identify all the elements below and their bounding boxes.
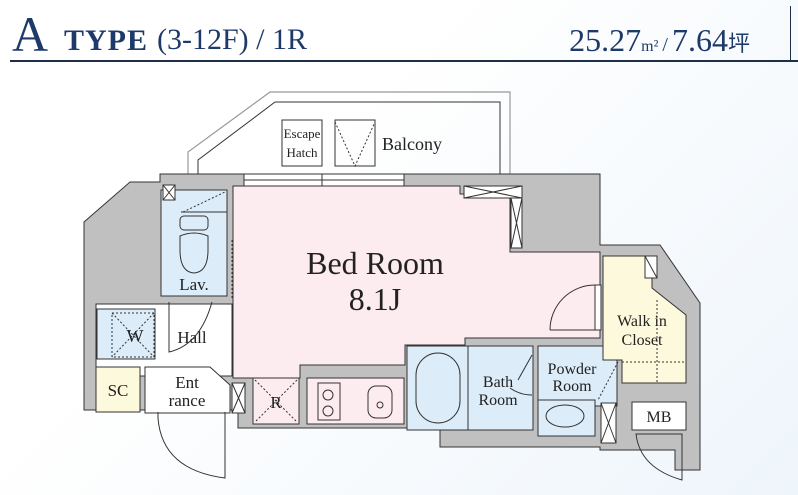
entrance-door (157, 412, 226, 479)
escape-hatch-label-1: Escape (284, 126, 321, 141)
balcony-window (243, 173, 405, 187)
walk-in-closet (602, 255, 687, 384)
balcony-label: Balcony (382, 134, 442, 154)
header-underline (10, 60, 798, 62)
floors-layout: (3-12F) / 1R (157, 23, 307, 56)
bath-label-2: Room (478, 392, 518, 409)
kitchen (252, 377, 405, 425)
entrance-area (144, 366, 231, 414)
washer (96, 308, 156, 360)
type-word: TYPE (64, 24, 149, 57)
hall-door-arc (168, 301, 213, 353)
wic-label-2: Closet (622, 332, 663, 349)
bedroom-door (549, 284, 602, 331)
area-separator: / (662, 34, 668, 56)
wic-label-1: Walk in (617, 313, 667, 330)
bathroom (406, 345, 534, 431)
meter-box (631, 401, 687, 481)
balcony (187, 91, 511, 176)
washer-label: W (127, 326, 144, 346)
powder-label-1: Powder (548, 361, 598, 378)
area-tsubo-unit: 坪 (727, 31, 750, 56)
escape-hatch-label-2: Hatch (286, 145, 318, 160)
plan-header: A TYPE (3-12F) / 1R 25.27m²/7.64坪 (0, 0, 798, 62)
refrigerator-label: R (270, 393, 282, 412)
entrance-label-1: Ent (175, 373, 199, 392)
ac-unit (463, 185, 523, 249)
area-tsubo: 7.64 (671, 22, 728, 58)
entrance-label-2: rance (169, 391, 206, 410)
header-right-rule (790, 6, 791, 60)
area-sqm-unit: m² (641, 38, 659, 55)
bedroom-label: Bed Room (306, 245, 444, 281)
pipe-shaft-1 (231, 382, 246, 414)
type-letter: A (12, 6, 49, 62)
lavatory-label: Lav. (179, 275, 209, 294)
area-sqm: 25.27 (569, 22, 642, 58)
shoe-closet (95, 366, 141, 413)
shoe-closet-label: SC (108, 381, 129, 400)
lavatory (160, 184, 228, 297)
bedroom-size: 8.1J (349, 281, 401, 317)
labels: Bed Room 8.1J Balcony Escape Hatch Lav. … (108, 119, 672, 426)
area-info: 25.27m²/7.64坪 (569, 22, 750, 65)
powder-label-2: Room (552, 378, 592, 395)
hall-label: Hall (177, 328, 207, 347)
meter-box-label: MB (647, 409, 672, 426)
bath-label-1: Bath (483, 374, 513, 391)
